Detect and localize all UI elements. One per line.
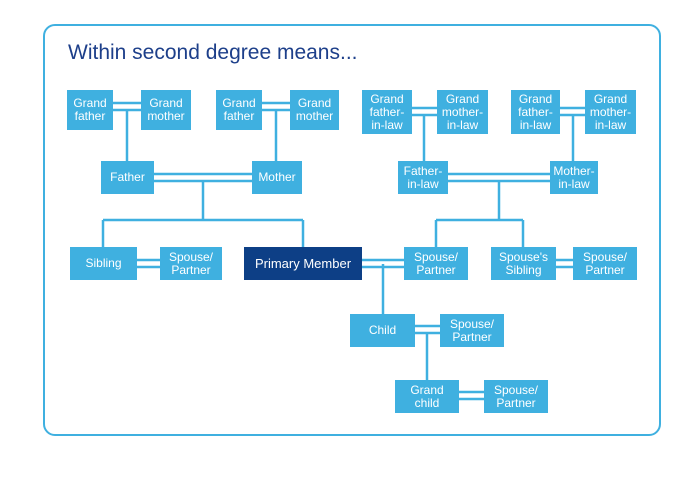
primary-member-label: Primary Member — [254, 256, 352, 271]
paternal-grandfather-label: Grand father — [73, 96, 107, 123]
spouse-node: Spouse/ Partner — [404, 247, 468, 280]
mother-node: Mother — [252, 161, 302, 194]
sibling-spouse-label: Spouse/ Partner — [168, 249, 214, 277]
grandchild-node: Grand child — [395, 380, 459, 413]
grandchild-spouse-node: Spouse/ Partner — [484, 380, 548, 413]
sibling-spouse-node: Spouse/ Partner — [160, 247, 222, 280]
maternal-grandfather-node: Grand father — [216, 90, 262, 130]
child-spouse-label: Spouse/ Partner — [449, 316, 495, 344]
spouses-sibling-node: Spouse's Sibling — [491, 247, 556, 280]
father-node: Father — [101, 161, 154, 194]
paternal-grandmother-label: Grand mother — [147, 96, 185, 123]
father-in-law-node: Father- in-law — [398, 161, 448, 194]
primary-member-node: Primary Member — [244, 247, 362, 280]
sibling-node: Sibling — [70, 247, 137, 280]
maternal-grandfather-label: Grand father — [222, 96, 256, 123]
paternal-grandfather-node: Grand father — [67, 90, 113, 130]
grandmother-in-law-label-2: Grand mother- in-law — [589, 91, 632, 132]
child-label: Child — [368, 323, 397, 337]
grandfather-in-law-node-1: Grand father- in-law — [362, 90, 412, 134]
child-node: Child — [350, 314, 415, 347]
grandchild-label: Grand child — [410, 382, 444, 410]
grandfather-in-law-node-2: Grand father- in-law — [511, 90, 560, 134]
child-spouse-node: Spouse/ Partner — [440, 314, 504, 347]
diagram-title: Within second degree means... — [68, 41, 358, 64]
sibling-label: Sibling — [85, 256, 122, 270]
maternal-grandmother-node: Grand mother — [290, 90, 339, 130]
grandmother-in-law-node-1: Grand mother- in-law — [437, 90, 488, 134]
mother-label: Mother — [258, 170, 296, 184]
grandmother-in-law-label-1: Grand mother- in-law — [441, 91, 484, 132]
mother-in-law-node: Mother- in-law — [550, 161, 598, 194]
grandfather-in-law-label-2: Grand father- in-law — [518, 91, 553, 132]
maternal-grandmother-label: Grand mother — [295, 96, 334, 123]
father-in-law-label: Father- in-law — [403, 163, 443, 191]
spouses-sibling-spouse-label: Spouse/ Partner — [582, 249, 628, 277]
paternal-grandmother-node: Grand mother — [141, 90, 191, 130]
spouses-sibling-spouse-node: Spouse/ Partner — [573, 247, 637, 280]
spouse-label: Spouse/ Partner — [413, 249, 459, 277]
grandchild-spouse-label: Spouse/ Partner — [493, 382, 539, 410]
father-label: Father — [110, 170, 145, 184]
spouses-sibling-label: Spouse's Sibling — [499, 249, 548, 277]
grandmother-in-law-node-2: Grand mother- in-law — [585, 90, 636, 134]
grandfather-in-law-label-1: Grand father- in-law — [369, 91, 405, 132]
mother-in-law-label: Mother- in-law — [553, 163, 595, 191]
diagram-frame — [43, 24, 661, 436]
